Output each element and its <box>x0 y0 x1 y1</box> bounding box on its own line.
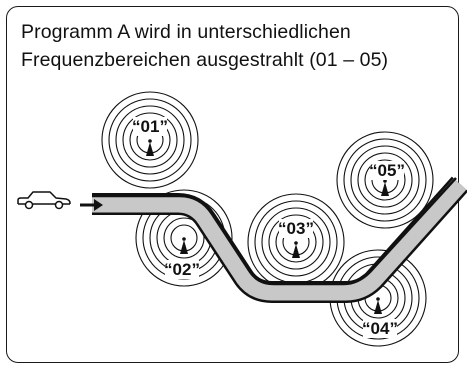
coverage-ring <box>343 138 427 222</box>
arrow-right-icon <box>80 199 103 211</box>
road <box>92 176 467 303</box>
coverage-ring <box>115 105 185 175</box>
caption-line-2: Frequenzbereichen ausgestrahlt (01 – 05) <box>21 49 389 71</box>
station-02-label: “02” <box>164 260 200 279</box>
coverage-ring <box>350 145 420 215</box>
coverage-ring <box>268 214 324 270</box>
radio-tower-icon <box>381 179 389 196</box>
station-label-background <box>363 319 397 338</box>
station-01-label: “01” <box>132 117 168 136</box>
coverage-ring <box>261 207 331 277</box>
coverage-ring <box>122 112 178 168</box>
station-label-background <box>165 260 199 279</box>
car-icon <box>17 191 71 210</box>
station-04-label: “04” <box>362 319 398 338</box>
radio-tower-icon <box>180 237 188 254</box>
coverage-ring <box>163 217 205 259</box>
radio-tower-icon <box>146 139 154 156</box>
radio-towers <box>146 139 389 314</box>
coverage-ring <box>364 159 406 201</box>
caption-line-1: Programm A wird in unterschiedlichen <box>21 21 351 43</box>
station-label-background <box>133 117 167 136</box>
station-labels: “01” “02” “03” “04” “05” <box>132 117 405 338</box>
radio-tower-icon <box>374 297 382 314</box>
coverage-ring <box>357 152 413 208</box>
station-03-label: “03” <box>278 219 314 238</box>
station-05-label: “05” <box>369 161 405 180</box>
radio-tower-icon <box>292 241 300 258</box>
coverage-ring <box>108 98 192 182</box>
station-label-background <box>279 219 313 238</box>
station-label-background <box>370 161 404 180</box>
